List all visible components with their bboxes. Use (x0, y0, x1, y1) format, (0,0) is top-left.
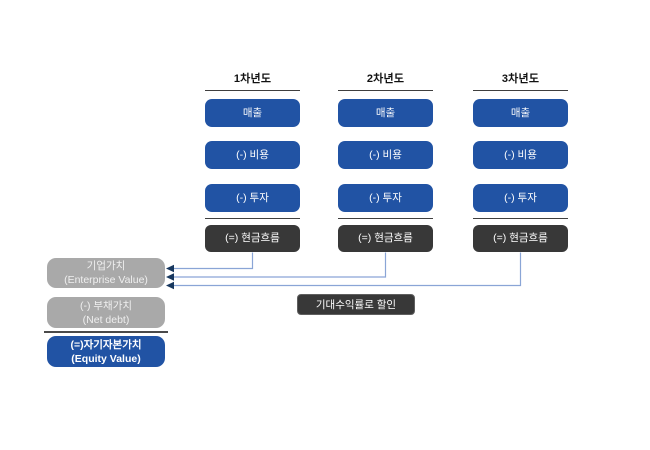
connector-year1 (173, 252, 254, 270)
box-year1-revenue: 매출 (205, 99, 300, 127)
arrowhead-year1-icon (166, 264, 174, 273)
header-underline-year1 (205, 90, 300, 91)
column-header-year2: 2차년도 (366, 73, 405, 85)
box-year2-investment: (-) 투자 (338, 184, 433, 212)
box-year3-cost: (-) 비용 (473, 141, 568, 169)
net-debt-line2: (Net debt) (82, 313, 130, 326)
box-year1-cashflow: (=) 현금흐름 (205, 225, 300, 252)
result-separator-year1 (205, 218, 300, 219)
discount-note-box: 기대수익률로 할인 (297, 294, 415, 315)
connector-year3 (173, 252, 522, 287)
result-separator-year3 (473, 218, 568, 219)
column-header-year3: 3차년도 (501, 73, 540, 85)
box-year3-revenue: 매출 (473, 99, 568, 127)
enterprise-value-line2: (Enterprise Value) (64, 274, 148, 286)
net-debt-line1: (-) 부채가치 (79, 299, 133, 312)
box-year1-cost: (-) 비용 (205, 141, 300, 169)
enterprise-value-line1: 기업가치 (86, 260, 126, 272)
result-separator-year2 (338, 218, 433, 219)
column-header-year1: 1차년도 (233, 73, 272, 85)
box-year2-cost: (-) 비용 (338, 141, 433, 169)
box-year2-cashflow: (=) 현금흐름 (338, 225, 433, 252)
arrowhead-year2-icon (166, 273, 174, 281)
header-underline-year3 (473, 90, 568, 91)
box-enterprise-value: 기업가치 (Enterprise Value) (47, 258, 165, 288)
connector-year2 (173, 252, 387, 278)
box-equity-value: (=)자기자본가치 (Equity Value) (47, 336, 165, 367)
box-year3-cashflow: (=) 현금흐름 (473, 225, 568, 252)
equity-value-line1: (=)자기자본가치 (70, 338, 142, 351)
box-net-debt: (-) 부채가치 (Net debt) (47, 297, 165, 328)
box-year3-investment: (-) 투자 (473, 184, 568, 212)
box-year1-investment: (-) 투자 (205, 184, 300, 212)
equity-value-line2: (Equity Value) (71, 352, 141, 365)
header-underline-year2 (338, 90, 433, 91)
equity-separator (44, 331, 168, 333)
box-year2-revenue: 매출 (338, 99, 433, 127)
arrowhead-year3-icon (166, 281, 174, 290)
